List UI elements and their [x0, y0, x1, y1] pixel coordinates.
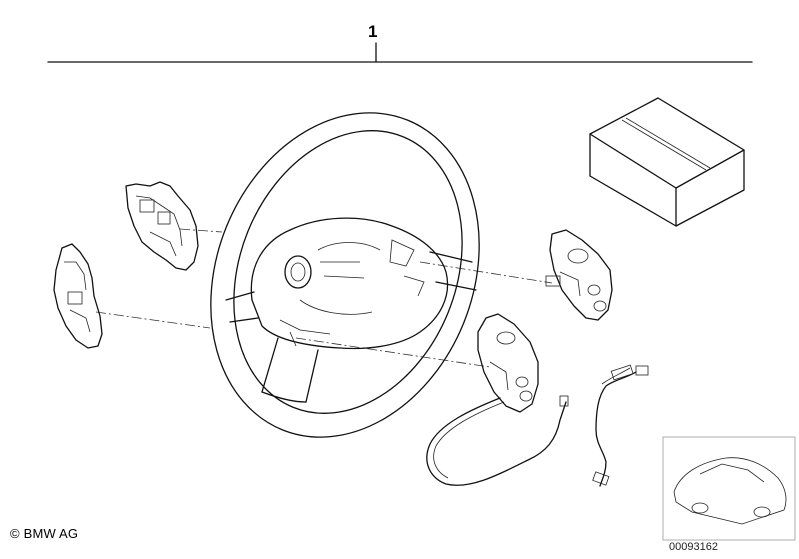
- header-rule: [47, 42, 753, 63]
- copyright-text: © BMW AG: [10, 526, 79, 541]
- switch-cluster-right: [545, 229, 613, 321]
- shift-paddle-upper: [125, 181, 199, 271]
- wiring-harness: [592, 364, 649, 487]
- shift-paddle-lower: [53, 243, 103, 349]
- figure-number: 00093162: [669, 541, 718, 553]
- steering-wheel: [210, 112, 480, 438]
- vehicle-thumbnail: [662, 436, 796, 541]
- callout-number: 1: [368, 22, 378, 41]
- switch-cluster-left: [426, 313, 569, 486]
- packaging-box: [589, 97, 745, 227]
- leader-lines: [95, 228, 553, 368]
